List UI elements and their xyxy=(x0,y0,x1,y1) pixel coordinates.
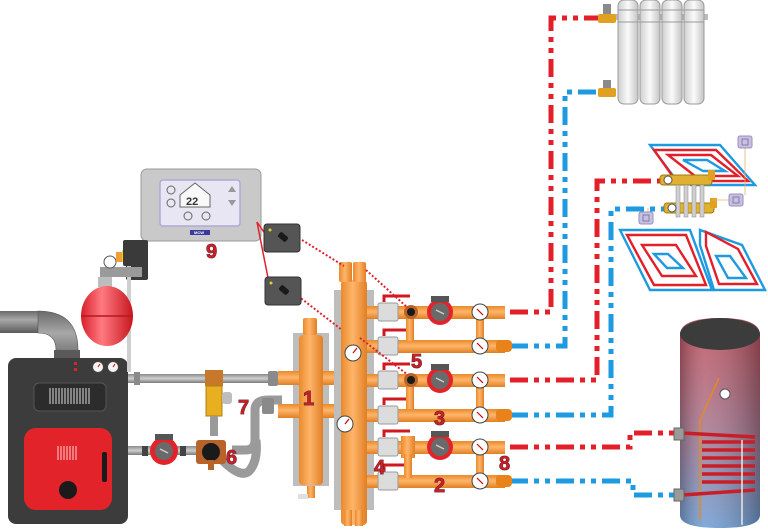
flue-pipe xyxy=(0,310,80,367)
room-sensors xyxy=(638,135,753,225)
label-5: 5 xyxy=(411,351,422,373)
boiler-door-port xyxy=(59,481,77,499)
manifold-column xyxy=(334,262,374,526)
label-1: 1 xyxy=(303,388,314,410)
radiator-valve-top xyxy=(598,4,616,23)
underfloor-loop-left xyxy=(618,228,714,292)
room-sensor xyxy=(737,135,753,195)
cylinder-thermometer xyxy=(719,388,731,400)
underfloor-loop-right xyxy=(698,228,767,292)
boiler-gauges xyxy=(74,361,119,373)
check-valve xyxy=(496,475,512,487)
boiler-door xyxy=(24,428,112,510)
callout-labels: 1 2 3 4 5 6 7 8 9 xyxy=(206,241,511,498)
boiler-flow-pipe xyxy=(128,370,296,386)
underfloor-manifold xyxy=(659,170,717,218)
underfloor-loop-top xyxy=(647,143,758,187)
sensor-module xyxy=(123,240,148,266)
controller-brand: MCW xyxy=(194,230,204,235)
boiler xyxy=(8,358,128,524)
controller-down-icon[interactable] xyxy=(228,200,236,206)
circuit-cylinder xyxy=(367,429,512,491)
boiler-door-grille xyxy=(57,446,77,460)
bypass-valve xyxy=(205,385,232,436)
controller-brand-badge xyxy=(190,230,210,235)
label-7: 7 xyxy=(238,397,249,419)
sensor-module xyxy=(263,223,301,253)
boiler-vent-grille xyxy=(49,388,90,404)
tank-return-line xyxy=(510,478,680,498)
controller-button[interactable] xyxy=(183,211,193,221)
room-sensor xyxy=(638,208,654,225)
cylinder-sensor-tube xyxy=(699,377,720,520)
heating-circuits xyxy=(367,294,512,491)
tee-fitting xyxy=(205,370,223,386)
tank-supply-line xyxy=(510,430,680,450)
heat-exchanger-coil xyxy=(681,431,756,497)
sensor-module xyxy=(264,276,302,306)
manifold-outlets xyxy=(675,184,705,218)
controller-button[interactable] xyxy=(166,185,176,195)
label-6: 6 xyxy=(226,447,237,469)
label-2: 2 xyxy=(434,475,445,497)
supply-return-lines xyxy=(510,15,680,498)
boiler-pump xyxy=(142,434,186,465)
expansion-pressure-gauge xyxy=(103,255,117,269)
label-3: 3 xyxy=(434,408,445,430)
radiator-valve-bottom xyxy=(598,80,616,97)
radiator-sections xyxy=(617,0,705,105)
circuit-radiators xyxy=(367,294,512,356)
room-controller[interactable]: 22 MCW xyxy=(140,168,262,242)
controller-up-icon[interactable] xyxy=(228,186,236,192)
controller-button[interactable] xyxy=(201,211,211,221)
cylinder-lid xyxy=(680,318,760,350)
circuit-underfloor xyxy=(367,362,512,425)
underfloor-loops xyxy=(618,143,767,292)
cylinder-inlet-fitting xyxy=(673,427,685,441)
cylinder-outlet-fitting xyxy=(673,488,685,502)
hydraulic-separator xyxy=(262,318,340,499)
room-sensor xyxy=(712,193,744,207)
radiator-return-line xyxy=(510,89,600,349)
controller-button[interactable] xyxy=(166,198,176,208)
underfloor-supply-line xyxy=(510,178,660,383)
radiator-supply-line xyxy=(510,15,600,315)
label-4: 4 xyxy=(374,457,386,479)
hot-water-cylinder xyxy=(673,318,760,528)
boiler-door-handle xyxy=(102,452,107,482)
check-valve xyxy=(496,409,512,421)
label-8: 8 xyxy=(499,453,510,475)
radiator xyxy=(598,0,708,105)
controller-temperature: 22 xyxy=(186,196,198,208)
boiler-mixing-valve xyxy=(196,440,226,470)
underfloor-return-line xyxy=(510,206,665,418)
label-9: 9 xyxy=(206,241,217,263)
check-valve xyxy=(496,340,512,352)
